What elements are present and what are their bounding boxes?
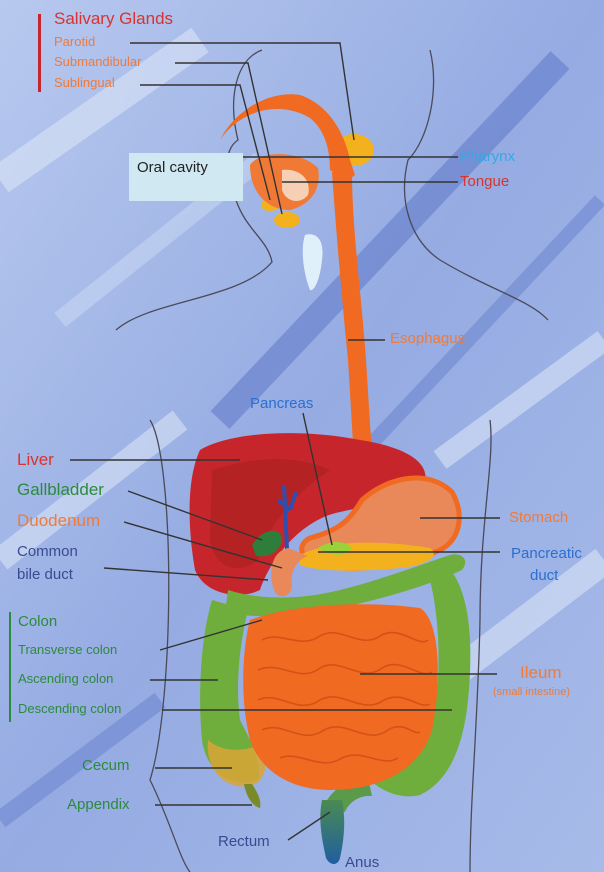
salivary-bracket [38, 14, 41, 92]
label-pancreas: Pancreas [250, 396, 313, 411]
label-parotid: Parotid [54, 35, 95, 48]
label-submandibular: Submandibular [54, 55, 141, 68]
submandibular-gland [274, 212, 300, 228]
label-duodenum: Duodenum [17, 512, 100, 529]
label-liver: Liver [17, 451, 54, 468]
label-gallbladder: Gallbladder [17, 481, 104, 498]
label-ascending-colon: Ascending colon [18, 672, 113, 685]
label-tongue: Tongue [460, 174, 509, 189]
label-pancreatic-duct-line1: Pancreatic [511, 546, 582, 561]
colon-bracket [9, 612, 11, 722]
label-sublingual: Sublingual [54, 76, 115, 89]
label-pharynx: Pharynx [460, 149, 515, 164]
label-appendix: Appendix [67, 797, 130, 812]
label-colon: Colon [18, 614, 57, 629]
label-transverse-colon: Transverse colon [18, 643, 117, 656]
label-salivary-glands: Salivary Glands [54, 10, 173, 27]
label-ileum: Ileum [520, 664, 562, 681]
label-oral-cavity: Oral cavity [137, 160, 208, 175]
label-rectum: Rectum [218, 834, 270, 849]
label-common-bile-duct-line1: Common [17, 544, 78, 559]
label-esophagus: Esophagus [390, 331, 465, 346]
small-intestine [243, 604, 438, 790]
label-small-intestine: (small intestine) [493, 687, 570, 698]
label-pancreatic-duct-line2: duct [530, 568, 558, 583]
label-anus: Anus [345, 855, 379, 870]
label-cecum: Cecum [82, 758, 130, 773]
label-stomach: Stomach [509, 510, 568, 525]
label-common-bile-duct-line2: bile duct [17, 567, 73, 582]
label-descending-colon: Descending colon [18, 702, 121, 715]
